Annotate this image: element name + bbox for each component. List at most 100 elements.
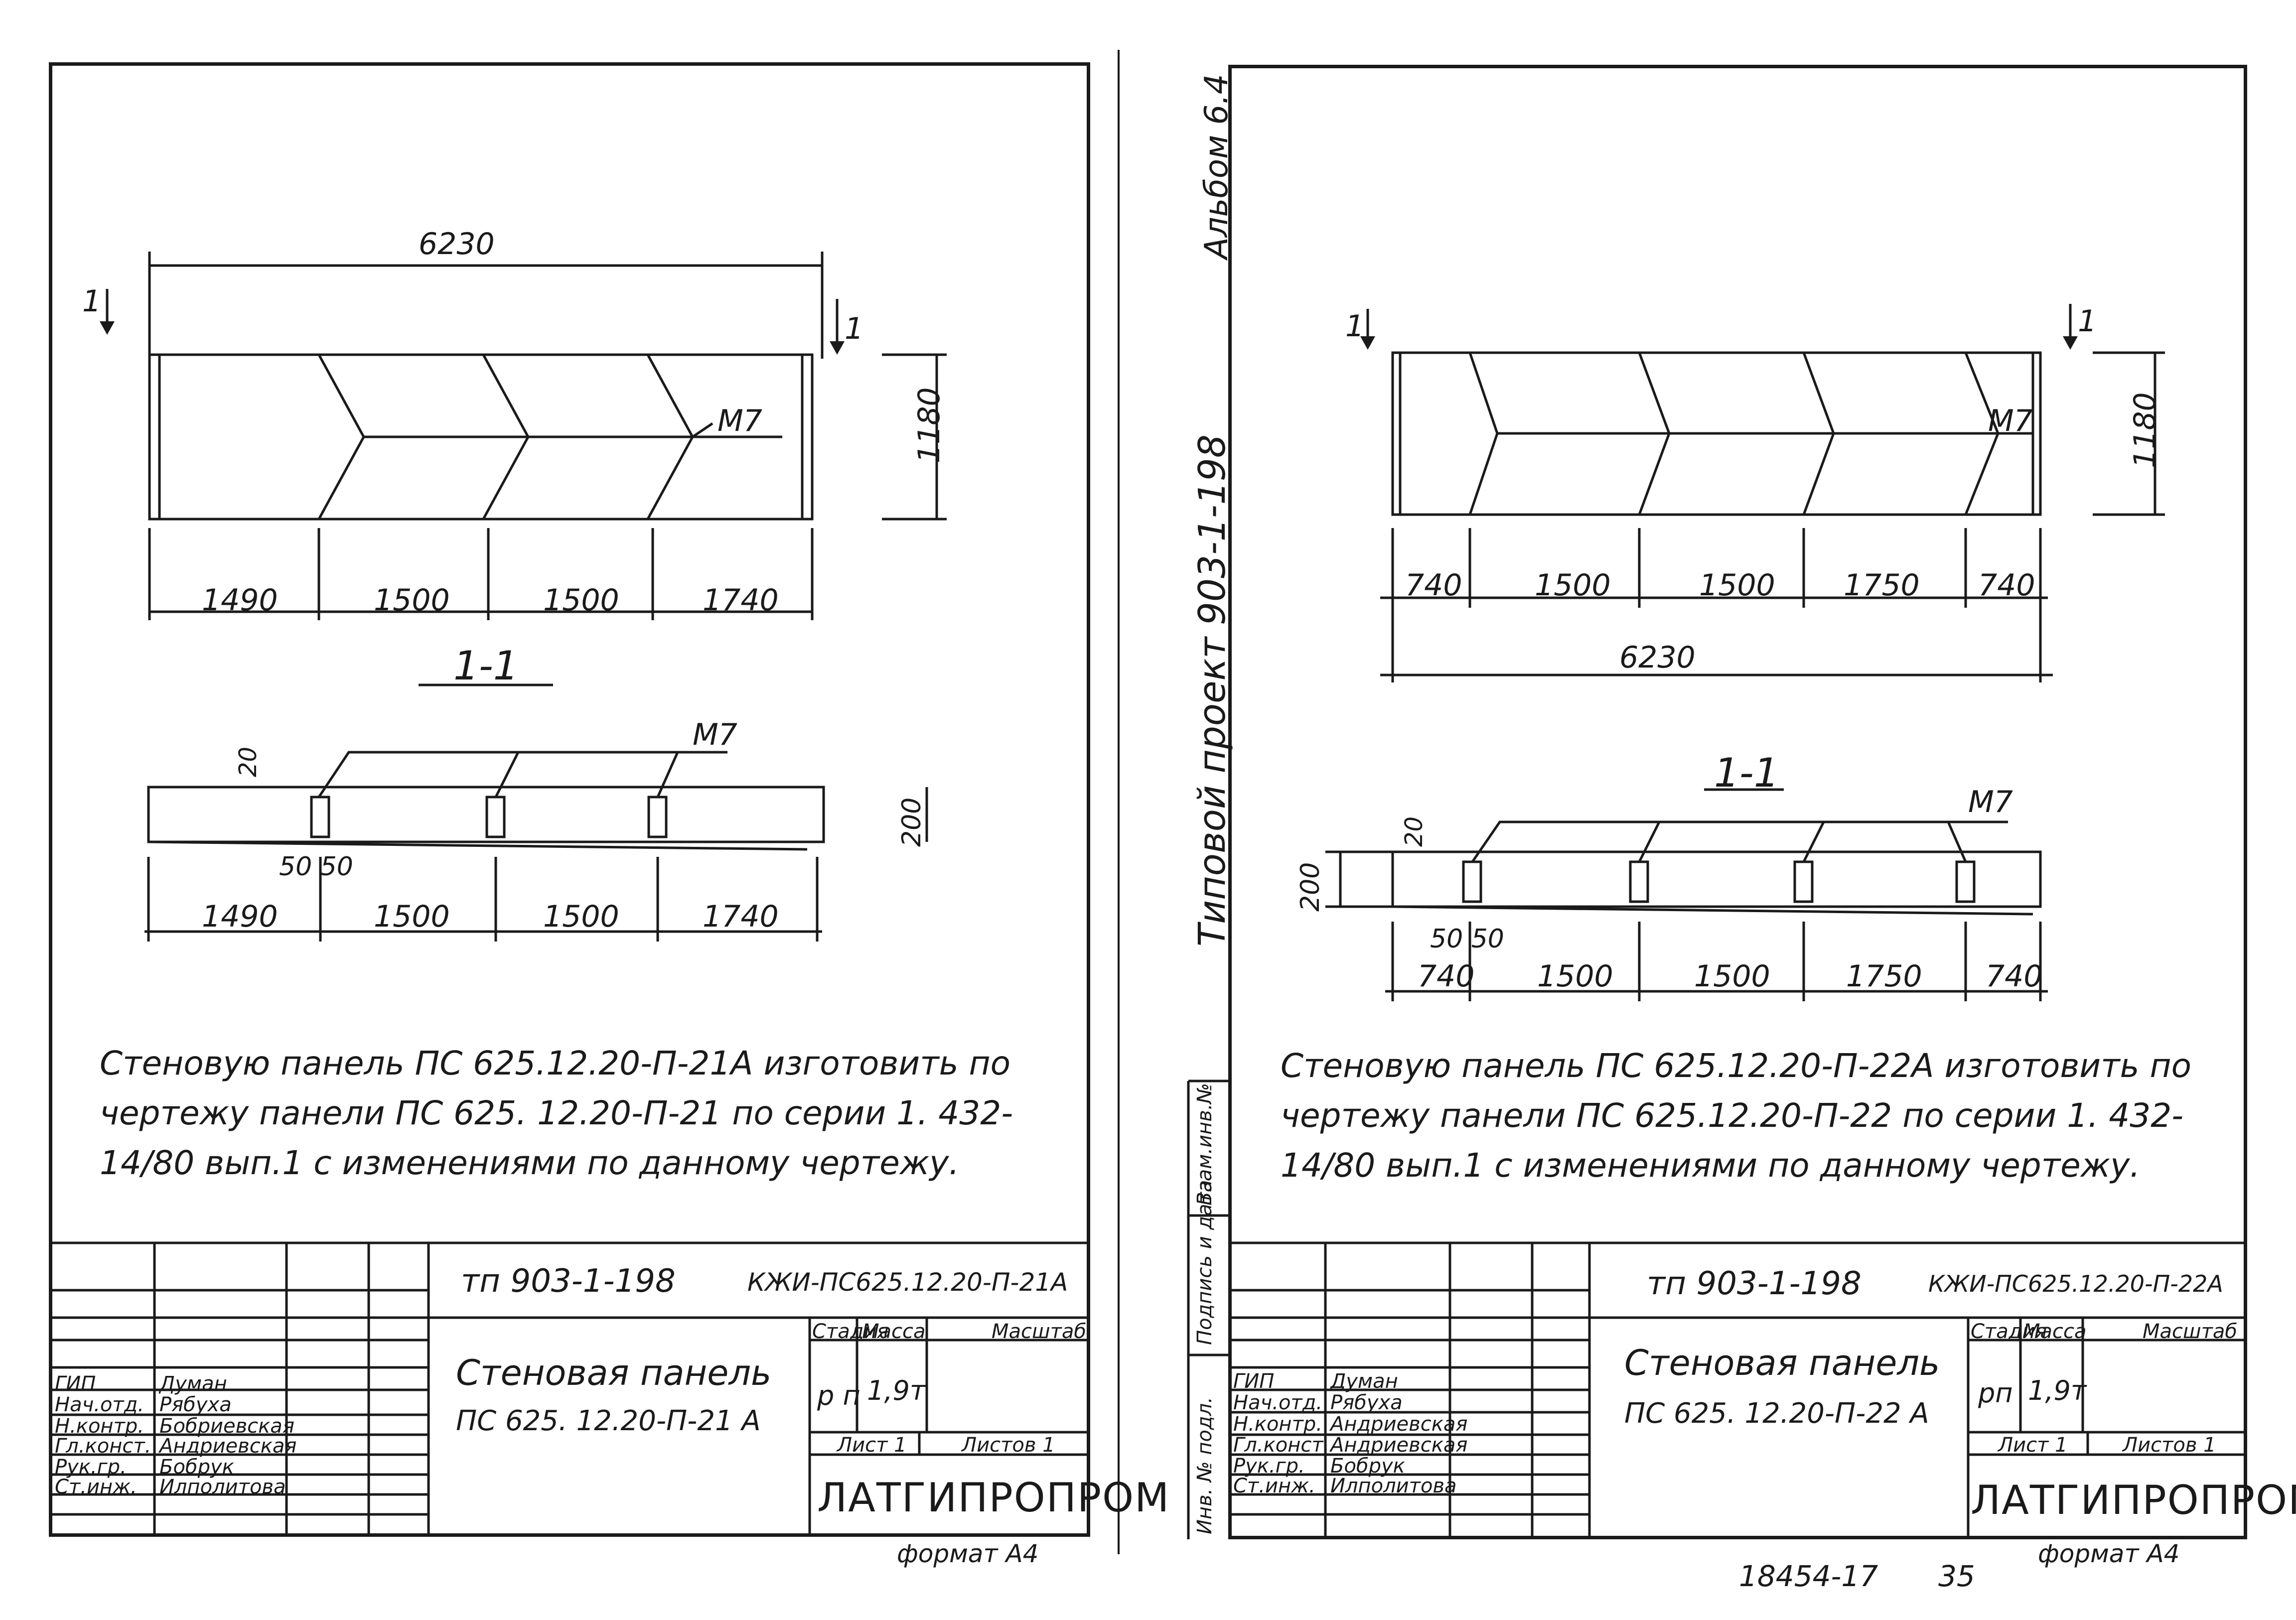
left-signer-name: Рябуха bbox=[159, 1393, 232, 1416]
right-sheets-label: Листов 1 bbox=[2123, 1434, 2216, 1457]
left-signer-name: Бобриевская bbox=[159, 1415, 294, 1438]
right-plan-panel bbox=[1391, 351, 2042, 516]
right-plan-height-dim: 1180 bbox=[2128, 392, 2162, 468]
right-signer-name: Андриевская bbox=[1330, 1413, 1468, 1436]
right-album-label: Альбом 6.4 bbox=[1198, 74, 1235, 259]
right-stage-value: рп bbox=[1978, 1377, 2013, 1409]
right-mass-label: Масса bbox=[2023, 1320, 2087, 1343]
right-cut-right: 1 bbox=[2078, 304, 2097, 339]
right-signer-name: Илполитова bbox=[1330, 1475, 1457, 1497]
left-role: Ст.инж. bbox=[55, 1476, 137, 1498]
right-plan-segment: 740 bbox=[1978, 568, 2035, 603]
right-project-vertical: Типовой проект 903-1-198 bbox=[1191, 434, 1234, 946]
left-signer-name: Андриевская bbox=[159, 1435, 297, 1458]
right-signer-name: Думан bbox=[1330, 1370, 1398, 1393]
right-note: Стеновую панель ПС 625.12.20-П-22А изгот… bbox=[1281, 1047, 2192, 1185]
right-section-mark: М7 bbox=[1968, 785, 2013, 819]
right-plan-segment: 1750 bbox=[1844, 568, 1920, 603]
left-scale-label: Масштаб bbox=[992, 1320, 1087, 1343]
right-section-title: 1-1 bbox=[1714, 750, 1779, 796]
right-signer-name: Рябуха bbox=[1330, 1391, 1403, 1414]
left-mass-label: Масса bbox=[862, 1320, 926, 1343]
right-section-panel bbox=[1391, 850, 2042, 908]
left-drawing-code: КЖИ-ПС625.12.20-П-21А bbox=[747, 1268, 1068, 1297]
right-plan-overall-dim: 6230 bbox=[1619, 640, 1696, 675]
right-page-number: 35 bbox=[1938, 1559, 1975, 1593]
right-stage-label: Стадия bbox=[1971, 1320, 2047, 1343]
left-section-panel bbox=[147, 786, 825, 843]
right-section-segment: 1500 bbox=[1694, 959, 1770, 994]
right-section-segment: 740 bbox=[1986, 959, 2043, 994]
left-section-segment: 1500 bbox=[543, 899, 619, 934]
left-section-gap: 50 50 bbox=[279, 852, 353, 882]
left-role: ГИП bbox=[55, 1372, 96, 1395]
right-role: Рук.гр. bbox=[1233, 1455, 1305, 1478]
right-drawing-sheet bbox=[1228, 65, 2247, 1539]
left-drawing-mark: ПС 625. 12.20-П-21 А bbox=[456, 1405, 761, 1437]
right-format: формат А4 bbox=[2038, 1539, 2180, 1568]
right-role: Нач.отд. bbox=[1233, 1391, 1323, 1414]
left-sheet-label: Лист 1 bbox=[837, 1434, 907, 1457]
right-signer-name: Бобрук bbox=[1330, 1455, 1405, 1478]
left-section-segment: 1490 bbox=[202, 899, 278, 934]
right-signer-name: Андриевская bbox=[1330, 1434, 1468, 1457]
right-section-thickness: 200 bbox=[1295, 862, 1325, 912]
right-role: Гл.конст. bbox=[1233, 1434, 1330, 1457]
left-section-title: 1-1 bbox=[453, 643, 519, 689]
left-stage-value: р п bbox=[817, 1380, 861, 1411]
right-plan-mark: М7 bbox=[1988, 404, 2033, 438]
right-drawing-mark: ПС 625. 12.20-П-22 А bbox=[1624, 1397, 1929, 1430]
right-stamp-number: 18454-17 bbox=[1739, 1559, 1878, 1593]
right-role: ГИП bbox=[1233, 1370, 1275, 1393]
left-note: Стеновую панель ПС 625.12.20-П-21А изгот… bbox=[100, 1044, 1013, 1182]
left-signer-name: Илполитова bbox=[159, 1476, 286, 1498]
left-stage-label: Стадия bbox=[812, 1320, 889, 1343]
left-section-segment: 1740 bbox=[703, 899, 779, 934]
left-role: Гл.конст. bbox=[55, 1435, 151, 1458]
right-cut-left: 1 bbox=[1345, 309, 1365, 344]
left-signer-name: Бобрук bbox=[159, 1456, 234, 1479]
left-sheets-label: Листов 1 bbox=[962, 1434, 1055, 1457]
right-section-segment: 740 bbox=[1418, 959, 1475, 994]
right-section-gap: 50 50 bbox=[1430, 924, 1504, 954]
right-role: Н.контр. bbox=[1233, 1413, 1322, 1436]
left-mass-value: 1,9т bbox=[867, 1375, 926, 1406]
left-role: Нач.отд. bbox=[55, 1393, 144, 1416]
left-format: формат А4 bbox=[897, 1539, 1039, 1568]
left-plan-panel bbox=[148, 353, 814, 521]
left-section-segment: 1500 bbox=[374, 899, 450, 934]
left-plan-segment: 1500 bbox=[374, 583, 450, 618]
left-cut-right: 1 bbox=[845, 311, 864, 346]
right-sheet-label: Лист 1 bbox=[1998, 1434, 2068, 1457]
right-organization: ЛАТГИПРОПРОМ bbox=[1971, 1477, 2296, 1523]
left-plan-mark: М7 bbox=[718, 404, 762, 438]
left-cut-left: 1 bbox=[82, 284, 102, 319]
left-plan-segment: 1500 bbox=[543, 583, 619, 618]
right-section-segment: 1750 bbox=[1846, 959, 1922, 994]
right-side-label: Инв. № подл. bbox=[1193, 1397, 1216, 1534]
right-section-offset: 20 bbox=[1400, 816, 1428, 847]
left-drawing-name: Стеновая панель bbox=[456, 1352, 772, 1393]
left-organization: ЛАТГИПРОПРОМ bbox=[817, 1475, 1170, 1521]
left-section-mark: М7 bbox=[693, 717, 737, 752]
right-role: Ст.инж. bbox=[1233, 1475, 1315, 1497]
right-plan-segment: 1500 bbox=[1699, 568, 1775, 603]
right-side-label: Взам.инв.№ bbox=[1193, 1082, 1216, 1206]
right-mass-value: 1,9т bbox=[2028, 1375, 2087, 1406]
right-project-number: тп 903-1-198 bbox=[1647, 1265, 1862, 1302]
left-plan-segment: 1740 bbox=[703, 583, 779, 618]
right-scale-label: Масштаб bbox=[2143, 1320, 2238, 1343]
right-plan-segment: 740 bbox=[1405, 568, 1462, 603]
left-role: Рук.гр. bbox=[55, 1456, 127, 1479]
left-role: Н.контр. bbox=[55, 1415, 144, 1438]
left-plan-segment: 1490 bbox=[202, 583, 278, 618]
right-plan-segment: 1500 bbox=[1535, 568, 1611, 603]
left-project-number: тп 903-1-198 bbox=[461, 1263, 676, 1300]
right-section-segment: 1500 bbox=[1537, 959, 1613, 994]
left-signer-name: Думан bbox=[159, 1372, 227, 1395]
left-plan-overall-dim: 6230 bbox=[419, 227, 495, 262]
right-drawing-name: Стеновая панель bbox=[1624, 1343, 1940, 1383]
right-drawing-code: КЖИ-ПС625.12.20-П-22А bbox=[1928, 1270, 2223, 1297]
